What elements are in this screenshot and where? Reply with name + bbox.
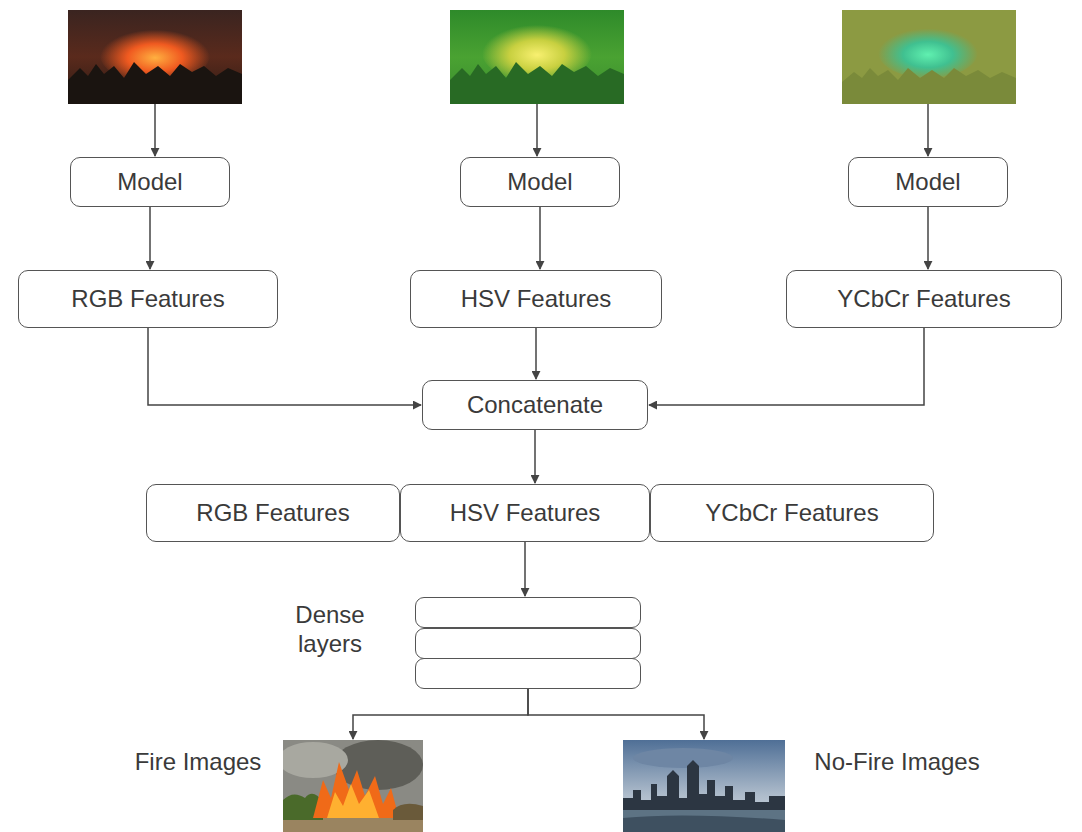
dense-layer [415, 628, 641, 659]
concat-box: Concatenate [422, 380, 648, 430]
box-label: RGB Features [196, 499, 349, 528]
flow-arrow [528, 689, 704, 739]
feature-box: RGB Features [18, 270, 278, 328]
flow-arrow [535, 328, 537, 379]
dense-layer [415, 597, 641, 628]
flow-arrow [353, 689, 528, 739]
flow-arrow [539, 207, 541, 269]
box-label: YCbCr Features [705, 499, 878, 528]
fire-photo [283, 740, 423, 832]
flow-arrow [534, 430, 536, 483]
box-label: HSV Features [450, 499, 601, 528]
feature-box: HSV Features [400, 484, 650, 542]
box-label: RGB Features [71, 285, 224, 314]
flow-arrow [649, 328, 924, 405]
model-box: Model [848, 157, 1008, 207]
box-label: Model [507, 168, 572, 197]
fire-image: Fire Images [283, 740, 423, 832]
box-label: Model [117, 168, 182, 197]
city-photo [623, 740, 785, 832]
flow-arrow [148, 328, 421, 405]
feature-box: YCbCr Features [650, 484, 934, 542]
box-label: Concatenate [467, 391, 603, 420]
model-box: Model [70, 157, 230, 207]
dense-layer [415, 658, 641, 689]
no-fire-image: No-Fire Images [623, 740, 785, 832]
feature-box: YCbCr Features [786, 270, 1062, 328]
side-label: Fire Images [133, 748, 263, 777]
feature-box: RGB Features [146, 484, 400, 542]
side-label: Dense layers [275, 601, 385, 659]
feature-box: HSV Features [410, 270, 662, 328]
box-label: Model [895, 168, 960, 197]
side-label: No-Fire Images [807, 748, 987, 777]
flow-arrow [927, 207, 929, 269]
box-label: HSV Features [461, 285, 612, 314]
box-label: YCbCr Features [837, 285, 1010, 314]
model-box: Model [460, 157, 620, 207]
flow-arrow [149, 207, 151, 269]
dense-stack: Dense layers [415, 597, 641, 689]
flow-arrow [524, 542, 526, 596]
